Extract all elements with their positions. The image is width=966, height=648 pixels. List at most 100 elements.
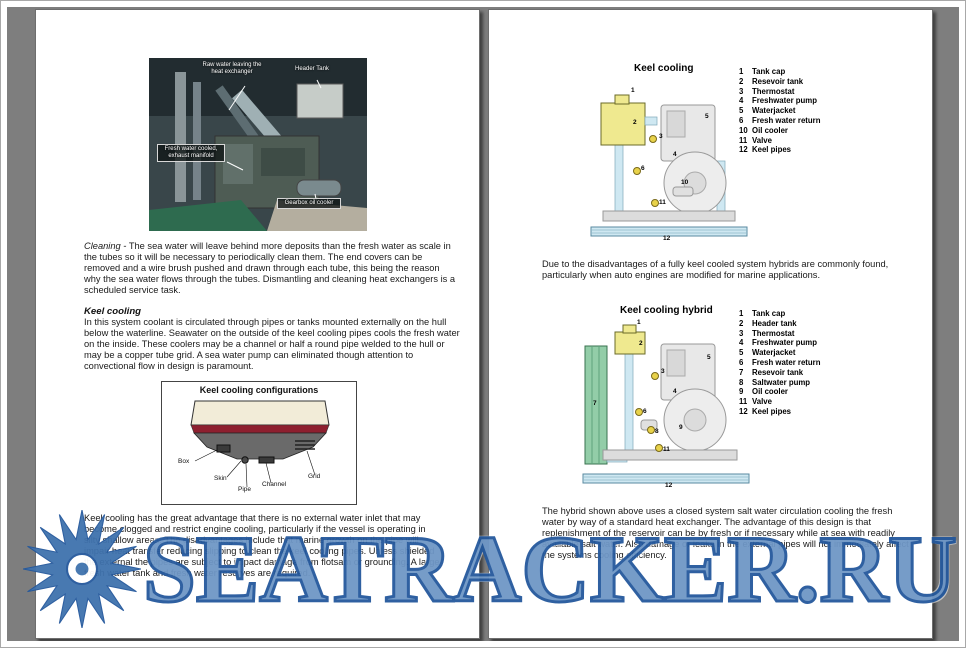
config-label-skin: Skin (214, 475, 227, 482)
photo-label-exhaust-manifold: Fresh water cooled, exhaust manifold (157, 144, 225, 162)
legend-num: 9 (739, 387, 744, 397)
legend-label: Fresh water return (752, 115, 821, 125)
legend-row: 7 Resevoir tank (739, 368, 859, 378)
legend-num: 2 (739, 76, 744, 86)
photo-label-header-tank: Header Tank (295, 66, 329, 72)
hybrid-schematic-art (582, 324, 750, 484)
diagram-number-marker: 6 (643, 408, 647, 415)
diagram-number-marker: 2 (639, 340, 643, 347)
legend-num: 6 (739, 357, 744, 367)
diagram-number-marker: 12 (665, 482, 673, 489)
diagram-number-marker: 1 (631, 87, 635, 94)
legend-row: 2 Resevoir tank (739, 77, 859, 87)
legend-row: 10 Oil cooler (739, 126, 859, 136)
cleaning-lead-in: Cleaning - (84, 241, 127, 251)
legend-num: 5 (739, 106, 744, 116)
diagram-number-marker: 8 (655, 428, 659, 435)
legend-label: Valve (752, 135, 772, 145)
legend-row: 6 Fresh water return (739, 116, 859, 126)
diagram-number-marker: 11 (659, 199, 666, 206)
keel-config-diagram: Keel cooling configurations (161, 381, 357, 505)
legend-num: 7 (739, 367, 744, 377)
diagram-number-marker: 2 (633, 119, 637, 126)
legend-row: 1 Tank cap (739, 309, 859, 319)
legend-label: Waterjacket (752, 348, 796, 358)
diagram-number-marker: 10 (681, 179, 689, 186)
photo-label-gearbox-cooler: Gearbox oil cooler (277, 198, 341, 209)
legend-num: 6 (739, 115, 744, 125)
legend-row: 3 Thermostat (739, 329, 859, 339)
legend-num: 12 (739, 406, 748, 416)
legend-num: 5 (739, 348, 744, 358)
keel-cooling-diagram: 1 2 3 4 5 6 10 11 12 (589, 77, 749, 245)
legend-row: 12 Keel pipes (739, 145, 859, 155)
legend-num: 4 (739, 338, 744, 348)
legend-row: 11 Valve (739, 397, 859, 407)
viewer-canvas: Raw water leaving the heat exchanger Hea… (7, 7, 959, 641)
hybrid-conclusion-paragraph: The hybrid shown above uses a closed sys… (542, 506, 909, 560)
engine-photo: Raw water leaving the heat exchanger Hea… (149, 58, 367, 231)
legend-label: Tank cap (752, 309, 786, 318)
legend-row: 6 Fresh water return (739, 358, 859, 368)
legend-num: 10 (739, 125, 748, 135)
legend-row: 5 Waterjacket (739, 348, 859, 358)
legend-row: 12 Keel pipes (739, 407, 859, 417)
config-label-grid: Grid (308, 473, 321, 480)
legend-label: Valve (752, 397, 772, 407)
legend-label: Keel pipes (752, 406, 791, 416)
legend-row: 5 Waterjacket (739, 106, 859, 116)
legend-num: 3 (739, 328, 744, 338)
legend-label: Thermostat (752, 328, 795, 338)
legend-num: 12 (739, 145, 748, 155)
legend-label: Tank cap (752, 67, 786, 76)
legend-row: 3 Thermostat (739, 87, 859, 97)
keel-cooling-heading: Keel cooling (84, 306, 142, 317)
advantages-paragraph: Keel cooling has the great advantage tha… (84, 513, 440, 578)
legend-label: Resevoir tank (752, 367, 804, 377)
legend-label: Waterjacket (752, 106, 796, 116)
keel-cooling-paragraph: In this system coolant is circulated thr… (84, 317, 460, 371)
legend-label: Thermostat (752, 86, 795, 96)
legend-num: 1 (739, 309, 744, 318)
diagram1-title: Keel cooling (634, 63, 694, 74)
photo-label-raw-water: Raw water leaving the heat exchanger (202, 62, 262, 75)
diagram2-title: Keel cooling hybrid (620, 305, 713, 316)
hull-cross-section-art (190, 400, 330, 488)
legend-row: 11 Valve (739, 136, 859, 146)
legend-num: 11 (739, 135, 748, 145)
page-left: Raw water leaving the heat exchanger Hea… (35, 9, 480, 639)
legend-row: 9 Oil cooler (739, 387, 859, 397)
diagram-number-marker: 11 (663, 446, 670, 453)
cleaning-paragraph: Cleaning - The sea water will leave behi… (84, 241, 456, 296)
diagram-number-marker: 5 (705, 113, 709, 120)
diagram-number-marker: 7 (593, 400, 597, 407)
legend-label: Fresh water return (752, 357, 821, 367)
legend-num: 8 (739, 377, 744, 387)
diagram-number-marker: 9 (679, 424, 683, 431)
legend-num: 3 (739, 86, 744, 96)
legend-label: Oil cooler (752, 125, 788, 135)
config-label-channel: Channel (262, 481, 287, 488)
diagram-number-marker: 5 (707, 354, 711, 361)
diagram-number-marker: 4 (673, 388, 677, 395)
legend-label: Keel pipes (752, 145, 791, 155)
config-diagram-title: Keel cooling configurations (199, 385, 319, 395)
keel-cooling-schematic-art (590, 94, 748, 237)
legend-label: Oil cooler (752, 387, 788, 397)
cleaning-text: The sea water will leave behind more dep… (84, 241, 456, 295)
diagram-number-marker: 3 (659, 133, 663, 140)
legend-num: 2 (739, 318, 744, 328)
diagram-number-marker: 12 (663, 235, 671, 242)
legend-num: 11 (739, 397, 748, 407)
hybrid-intro-paragraph: Due to the disadvantages of a fully keel… (542, 259, 889, 280)
diagram-number-marker: 4 (673, 151, 677, 158)
legend-label: Resevoir tank (752, 76, 804, 86)
diagram-number-marker: 1 (637, 319, 641, 326)
